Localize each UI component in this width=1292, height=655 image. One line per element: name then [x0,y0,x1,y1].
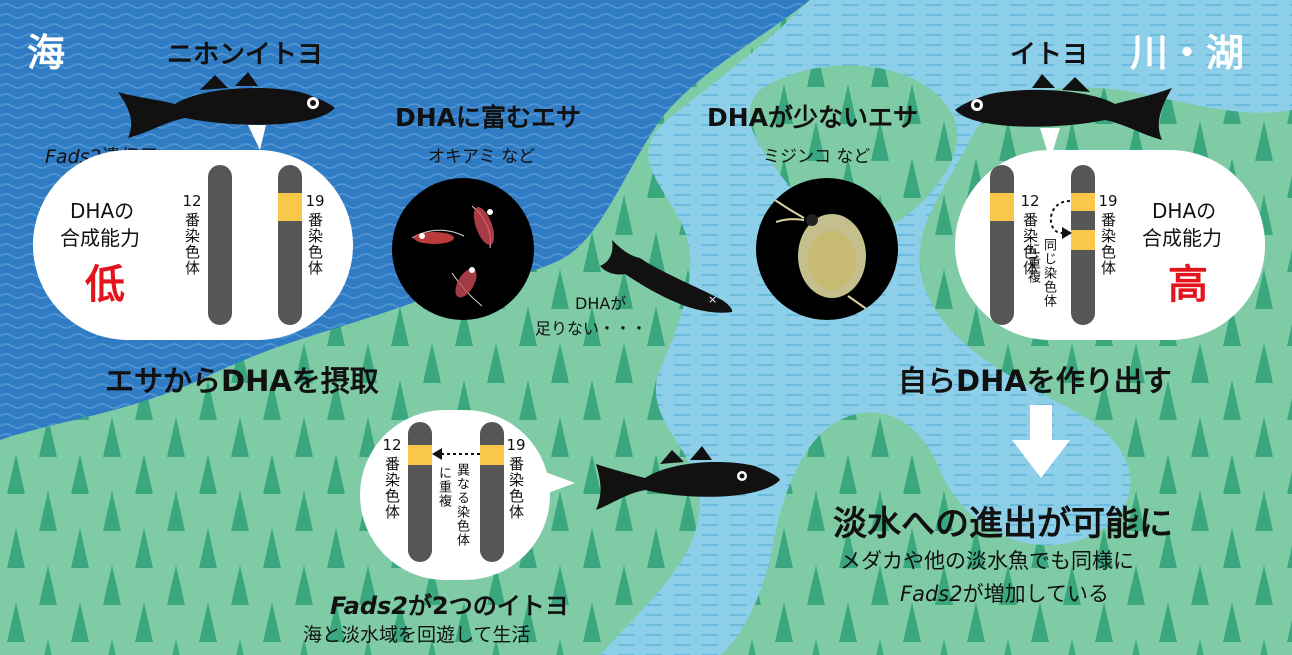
chromosome-19-number: 19 [305,192,325,210]
synthesis-ability-line2: 合成能力 [1142,226,1222,250]
different-chromosome-dup-arrow [432,448,480,460]
callout-pointer [248,125,266,150]
freshwater-fish-name: イトヨ [1010,40,1089,70]
freshwater-synthesis-bubble [1115,170,1265,320]
chromosome-12-label: 番染色体 [383,456,401,520]
chromosome-19-label: 番染色体 [1099,212,1117,276]
fads2-band [480,445,504,465]
same-chromosome-dup-label-b: に重複 [1025,242,1040,284]
krill-photo [392,178,534,320]
synthesis-high-label: 高 [1168,262,1208,308]
same-chromosome-dup-arrow [1049,200,1072,239]
chromosome-12-label: 番染色体 [1021,212,1039,276]
synthesis-ability-line1: DHAの [70,199,135,223]
river-lake-label: 川・湖 [1130,31,1245,75]
sea-label: 海 [27,31,66,75]
others-gene: Fads2 [900,582,963,606]
chromosome-12 [408,422,432,562]
daphnia-photo [756,178,898,320]
others-rest: が増加している [962,582,1109,606]
callout-pointer [1040,128,1060,160]
stressed-fish: × [600,240,733,313]
two-copies-title: Fads2が2つのイトヨ [330,586,569,621]
chromosome-12 [208,165,232,325]
chromosome-12-number: 12 [1020,192,1040,210]
same-chromosome-dup-label-a: 同じ染色体 [1041,238,1056,308]
chromosome-19-label: 番染色体 [507,456,525,520]
fads2-band [278,193,302,221]
fads2-band [1071,193,1095,211]
chromosome-12-label: 番染色体 [183,212,201,276]
freshwater-possible-text: 淡水への進出が可能に [833,504,1173,544]
chromosome-19 [278,165,302,325]
different-chromosome-dup-label-a: 異なる染色体 [454,463,469,547]
others-line1: メダカや他の淡水魚でも同様に [840,549,1134,573]
dha-shortage-line2: 足りない・・・ [535,319,648,338]
migratory-chromosome-callout [360,410,550,580]
down-arrow [1012,405,1070,478]
chromosome-19-number: 19 [506,436,526,454]
migratory-caption: 海と淡水域を回遊して生活 [303,624,531,646]
marine-fish-name: ニホンイトヨ [167,40,324,70]
chromosome-19 [480,422,504,562]
chromosome-19-label: 番染色体 [306,212,324,276]
svg-text:×: × [708,293,717,306]
chromosome-19-number: 19 [1098,192,1118,210]
dha-rich-food-label: DHAに富むエサ [395,103,582,132]
different-chromosome-dup-label-b: に重複 [436,466,451,508]
chromosome-12-number: 12 [382,436,402,454]
dha-poor-food-label: DHAが少ないエサ [707,103,919,132]
dha-rich-food-example: オキアミ など [428,147,536,167]
synthesis-low-label: 低 [85,262,125,308]
fads2-band-chr12 [990,193,1014,221]
fads2-duplicate-band [408,445,432,465]
two-copies-rest: が2つのイトヨ [408,592,569,620]
two-copies-gene: Fads2 [330,592,408,620]
dha-poor-food-example: ミジンコ など [763,147,871,167]
dha-shortage-line1: DHAが [575,294,627,313]
marine-stickleback-fish [118,72,335,138]
chromosome-12-number: 12 [182,192,202,210]
self-production-text: 自らDHAを作り出す [898,364,1172,398]
daphnia-illustration [771,197,869,311]
migratory-stickleback-fish [596,446,780,510]
freshwater-stickleback-fish [955,74,1172,140]
marine-synthesis-bubble [33,170,183,320]
synthesis-ability-line1: DHAの [1152,199,1217,223]
fads2-duplicate-band [1071,230,1095,250]
krill-illustration [411,205,495,307]
chromosome-12 [990,165,1014,325]
synthesis-ability-line2: 合成能力 [60,226,140,250]
others-line2: Fads2が増加している [900,578,1109,608]
intake-from-food-text: エサからDHAを摂取 [105,364,379,398]
